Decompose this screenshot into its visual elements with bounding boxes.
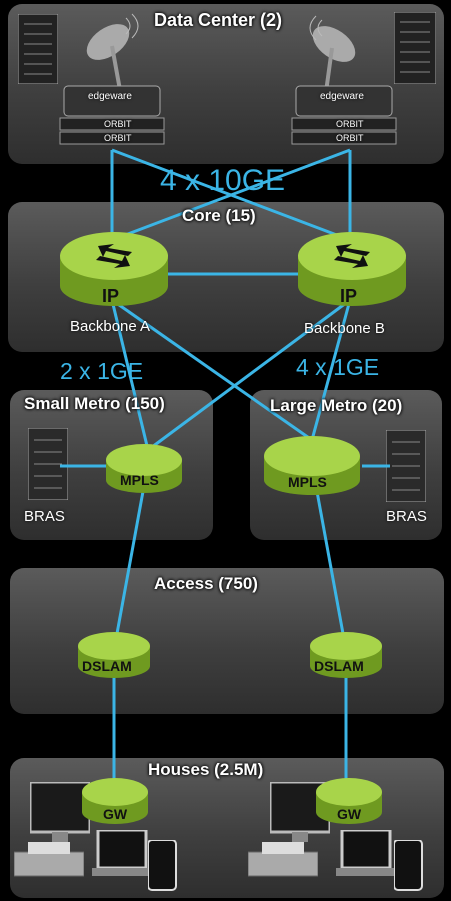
backbone-b-label: Backbone B xyxy=(304,320,385,337)
server-rack-icon xyxy=(18,14,58,84)
tablet-icon xyxy=(394,840,423,891)
laptop-icon xyxy=(92,830,152,876)
bras-server-icon xyxy=(386,430,426,502)
router-label: GW xyxy=(103,806,128,822)
gateway-right[interactable]: GW xyxy=(314,776,384,826)
large-metro-title: Large Metro (20) xyxy=(270,396,403,415)
orbit-appliance: edgeware ORBIT ORBIT xyxy=(290,82,398,148)
printer-icon xyxy=(14,842,84,877)
dslam-left[interactable]: DSLAM xyxy=(76,630,152,680)
router-label: MPLS xyxy=(288,474,327,490)
router-label: IP xyxy=(102,286,120,306)
houses-title: Houses (2.5M) xyxy=(148,760,264,779)
backbone-b-router[interactable]: IP xyxy=(296,228,408,310)
large-metro-router[interactable]: MPLS xyxy=(262,434,362,496)
printer-icon xyxy=(248,842,318,877)
backbone-a-label: Backbone A xyxy=(70,318,151,335)
router-label: DSLAM xyxy=(82,658,132,674)
router-label: MPLS xyxy=(120,472,159,488)
satellite-dish-icon xyxy=(86,13,139,91)
device-brand-label: edgeware xyxy=(88,91,132,102)
device-model-label: ORBIT xyxy=(104,133,132,143)
orbit-appliance: edgeware ORBIT ORBIT xyxy=(58,82,166,148)
satellite-dish-icon xyxy=(309,15,356,93)
core-title: Core (15) xyxy=(182,206,256,225)
router-label: IP xyxy=(340,286,358,306)
gateway-left[interactable]: GW xyxy=(80,776,150,826)
bras-server-icon xyxy=(28,428,68,500)
bras-label: BRAS xyxy=(386,508,427,525)
router-label: DSLAM xyxy=(314,658,364,674)
dslam-right[interactable]: DSLAM xyxy=(308,630,384,680)
device-model-label: ORBIT xyxy=(336,119,364,129)
computer-monitor-icon xyxy=(30,782,90,842)
access-title: Access (750) xyxy=(154,574,258,593)
device-brand-label: edgeware xyxy=(320,91,364,102)
device-model-label: ORBIT xyxy=(104,119,132,129)
laptop-icon xyxy=(336,830,396,876)
server-rack-icon xyxy=(394,12,436,84)
bras-label: BRAS xyxy=(24,508,65,525)
backbone-a-router[interactable]: IP xyxy=(58,228,170,310)
device-model-label: ORBIT xyxy=(336,133,364,143)
router-label: GW xyxy=(337,806,362,822)
dc-core-link-label: 4 x 10GE xyxy=(160,164,286,197)
large-metro-link-label: 4 x 1GE xyxy=(296,354,380,380)
small-metro-router[interactable]: MPLS xyxy=(104,442,184,494)
small-metro-link-label: 2 x 1GE xyxy=(60,358,144,384)
tablet-icon xyxy=(148,840,177,891)
data-center-title: Data Center (2) xyxy=(154,10,283,30)
small-metro-title: Small Metro (150) xyxy=(24,394,165,413)
